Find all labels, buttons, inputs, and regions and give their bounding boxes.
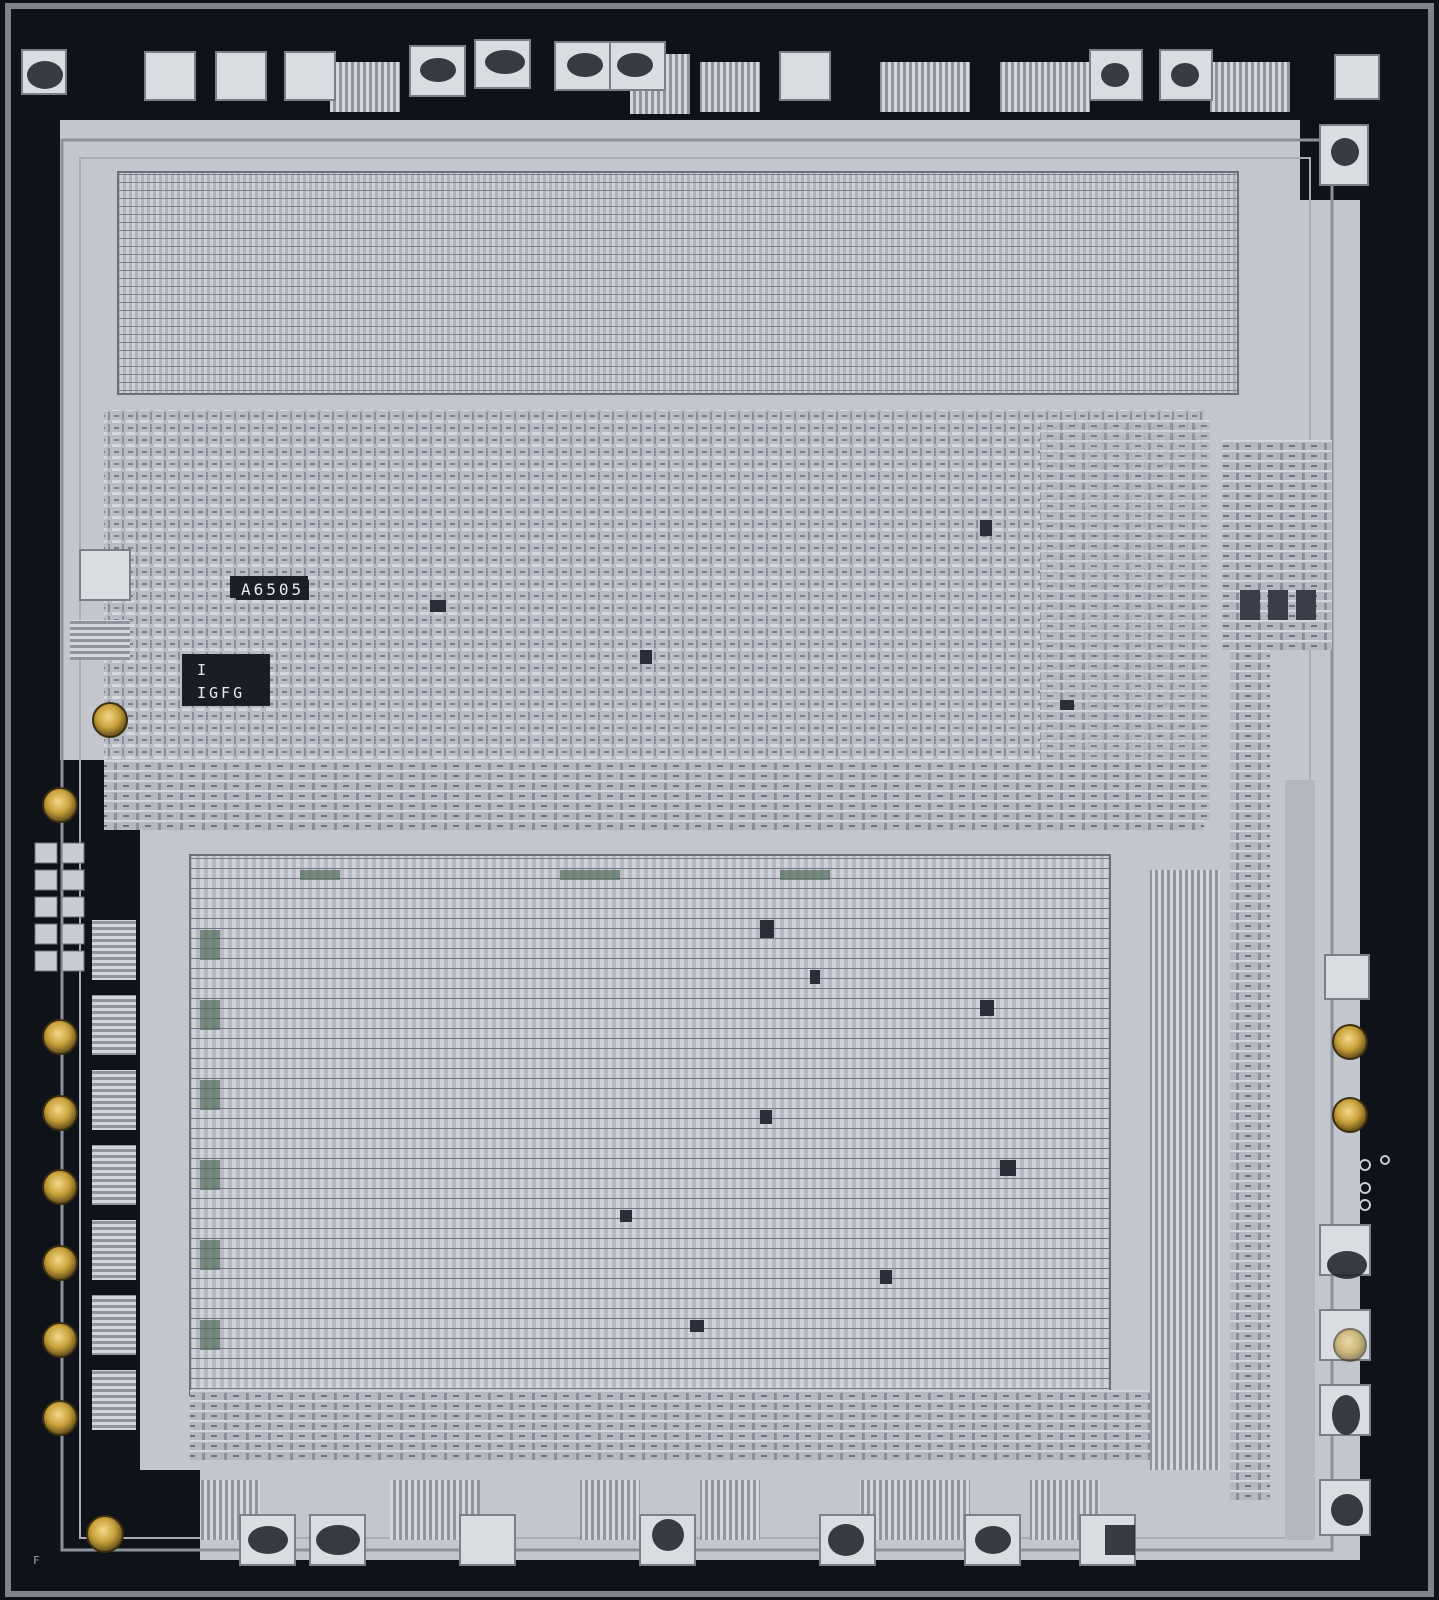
gold-bond-ball (1332, 1097, 1368, 1133)
bond-pad (144, 51, 196, 101)
die-corner-letter: F (33, 1554, 40, 1567)
gold-bond-ball (1332, 1024, 1368, 1060)
bond-pad (459, 1514, 516, 1566)
gold-bond-ball (86, 1515, 124, 1553)
gold-bond-ball (42, 1095, 78, 1131)
gold-bond-ball (42, 1400, 78, 1436)
bond-pad (215, 51, 267, 101)
bond-pad (779, 51, 831, 101)
bond-pad (284, 51, 336, 101)
bond-pad (1319, 124, 1369, 186)
gold-bond-ball (42, 787, 78, 823)
gold-bond-ball (1333, 1328, 1367, 1362)
gold-bond-ball (92, 702, 128, 738)
gold-bond-ball (42, 1322, 78, 1358)
die-code-marking-line-2: IGFG (197, 684, 246, 702)
bond-pad (1334, 54, 1380, 100)
die-part-number-marking: A6505 (236, 580, 310, 600)
gold-bond-ball (42, 1019, 78, 1055)
die-code-marking-line-1: I (197, 661, 210, 679)
bond-pad (1324, 954, 1370, 1000)
gold-bond-ball (42, 1169, 78, 1205)
register-array (190, 855, 1110, 1395)
bond-pad (79, 549, 131, 601)
rom-array (118, 172, 1238, 394)
gold-bond-ball (42, 1245, 78, 1281)
